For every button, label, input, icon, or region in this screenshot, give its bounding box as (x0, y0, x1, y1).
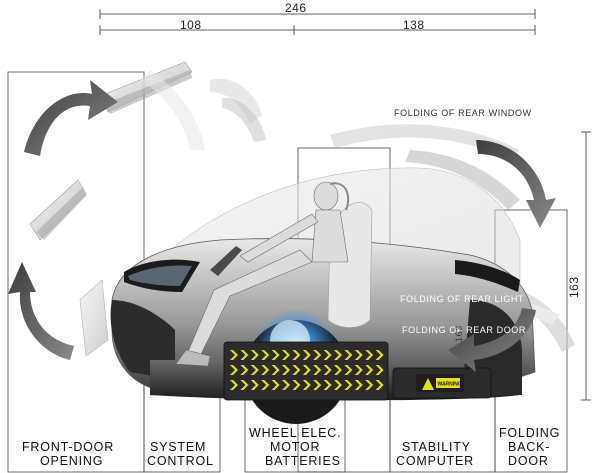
battery-chevron (261, 365, 270, 375)
section-label-batteries: BATTERIES (265, 454, 341, 468)
battery-chevron (302, 365, 311, 375)
arrow-rear-lower (448, 308, 536, 372)
battery-chevron (323, 350, 332, 360)
dimension-lines (99, 9, 591, 401)
dimension-total-label: 246 (285, 1, 307, 15)
battery-chevron (323, 365, 332, 375)
section-label-backdoor-1: FOLDING (499, 426, 560, 440)
battery-chevron (282, 350, 290, 360)
section-label-system-2: CONTROL (147, 454, 214, 468)
motion-arrows (8, 80, 556, 372)
battery-chevron (354, 350, 363, 360)
battery-chevron (323, 380, 332, 390)
battery-chevron (240, 350, 249, 360)
battery-chevron (230, 350, 238, 360)
section-label-backdoor-3: DOOR (508, 454, 549, 468)
battery-chevron (365, 365, 374, 375)
section-label-front-door-1: FRONT-DOOR (22, 440, 114, 454)
battery-chevron (240, 365, 249, 375)
car-body (110, 167, 536, 401)
battery-chevron (271, 350, 280, 360)
battery-chevron (365, 350, 374, 360)
battery-chevron (375, 350, 384, 360)
battery-chevron (334, 350, 342, 360)
battery-chevron (302, 380, 311, 390)
battery-chevron (334, 380, 342, 390)
battery-chevron (354, 365, 363, 375)
section-label-stability-1: STABILITY (402, 440, 471, 454)
battery-chevron (313, 365, 322, 375)
battery-chevron (250, 380, 259, 390)
battery-chevron (302, 350, 311, 360)
section-label-system-1: SYSTEM (150, 440, 206, 454)
battery-chevron (271, 380, 280, 390)
dimension-height-small-label: 163 (454, 325, 464, 342)
dimension-front-label: 108 (180, 18, 202, 32)
section-label-stability-2: COMPUTER (396, 454, 474, 468)
section-label-backdoor-2: BACK- (508, 440, 550, 454)
battery-chevron (230, 380, 238, 390)
battery-chevron (344, 350, 353, 360)
dimension-rear-label: 138 (403, 18, 425, 32)
battery-chevron (313, 380, 322, 390)
battery-chevron (282, 380, 290, 390)
stability-computer-box: WARNING (392, 367, 492, 399)
battery-chevron (292, 365, 301, 375)
battery-chevron (240, 380, 249, 390)
battery-chevron (230, 365, 238, 375)
battery-chevron (261, 380, 270, 390)
driver-figure (175, 181, 350, 367)
battery-chevron (282, 365, 290, 375)
ghost-front-doors (29, 61, 266, 357)
battery-chevron (344, 380, 353, 390)
battery-chevron (292, 350, 301, 360)
warning-label: WARNING (438, 382, 462, 388)
section-label-motor-1: WHEEL ELEC. (249, 426, 341, 440)
annotation-rear-light: FOLDING OF REAR LIGHT (400, 294, 524, 304)
battery-chevron (271, 365, 280, 375)
arrow-front-upper (24, 80, 118, 156)
battery-chevron (292, 380, 301, 390)
annotation-rear-window: FOLDING OF REAR WINDOW (394, 108, 532, 118)
battery-chevron (344, 365, 353, 375)
battery-chevron (375, 380, 384, 390)
battery-chevron (250, 350, 259, 360)
arrow-front-lower (8, 262, 74, 360)
battery-chevron (365, 380, 374, 390)
battery-chevron (354, 380, 363, 390)
battery-chevron (313, 350, 322, 360)
battery-pack (223, 341, 389, 401)
section-label-front-door-2: OPENING (40, 454, 103, 468)
arrow-rear-upper (476, 140, 556, 228)
battery-chevron (250, 365, 259, 375)
section-label-motor-2: MOTOR (270, 440, 320, 454)
section-labels: FRONT-DOOR OPENING SYSTEM CONTROL WHEEL … (22, 426, 560, 468)
battery-chevron (375, 365, 384, 375)
battery-chevron (261, 350, 270, 360)
annotation-rear-door: FOLDING OF REAR DOOR (402, 325, 526, 335)
battery-chevron (334, 365, 342, 375)
dimension-height-label: 163 (567, 276, 581, 298)
